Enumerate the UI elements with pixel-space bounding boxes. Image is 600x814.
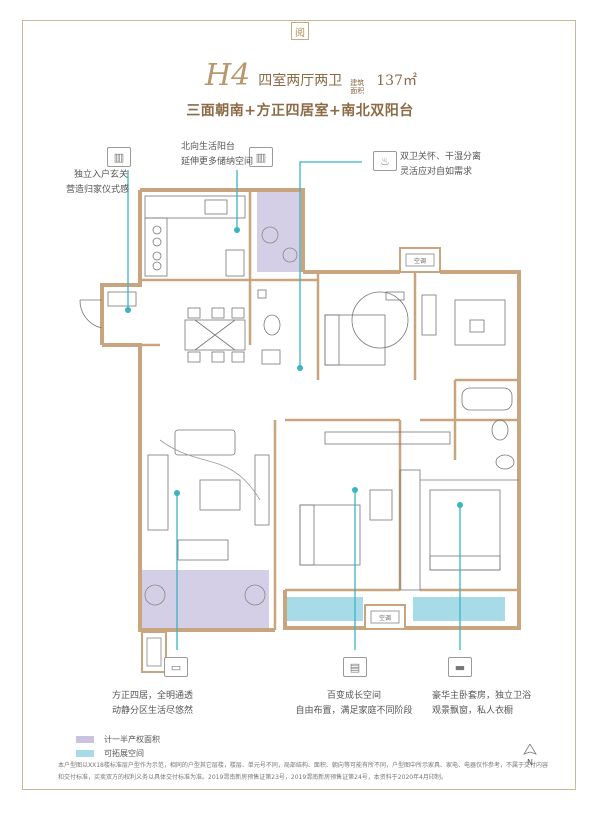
legend-item-half-area: 计一半产权面积 xyxy=(76,733,160,745)
unit-slogan: 三面朝南+方正四居室+南北双阳台 xyxy=(186,103,414,119)
study-furniture xyxy=(421,294,506,346)
kitchen-fixtures xyxy=(144,195,246,277)
living-balcony-half-area xyxy=(142,570,269,628)
entry-annotation: 独立入户玄关 营造归家仪式感 xyxy=(66,168,130,198)
legend-swatch-half-area xyxy=(76,735,94,743)
legend: 计一半产权面积 可拓展空间 xyxy=(76,733,160,761)
pointer-lines xyxy=(127,161,461,650)
brand-logo: 阅 xyxy=(291,22,309,40)
master-annotation: 豪华主卧套房，独立卫浴 观景飘窗，私人衣橱 xyxy=(432,689,531,719)
flex-room-pointer-dot xyxy=(352,487,358,493)
unit-layout: 四室两厅两卫 xyxy=(258,73,343,89)
bedroom-expand-zone xyxy=(285,597,363,621)
ac-bottom-label: 空调 xyxy=(379,614,391,622)
balcony-pointer-dot xyxy=(234,227,240,233)
outer-walls xyxy=(100,188,521,632)
south-bedroom-furniture xyxy=(299,489,393,566)
ac-top-label: 空调 xyxy=(414,257,426,265)
flex-room-line-2: 自由布置，满足家庭不同阶段 xyxy=(295,706,413,716)
legend-label-half-area: 计一半产权面积 xyxy=(104,734,160,744)
entry-fixtures xyxy=(79,291,137,329)
unit-area: 137㎡ xyxy=(376,73,417,89)
disclaimer-text: 本户型图以XX18楼标准层户型作为示范，相同的户型其它层楼，楼层、单元号不同，局… xyxy=(58,762,548,781)
corridor-cabinets xyxy=(324,431,451,591)
area-label: 建筑面积 xyxy=(350,79,365,95)
ac-unit-bottom: 空调 xyxy=(364,604,406,630)
ac-unit-left xyxy=(141,631,167,673)
page-frame xyxy=(22,20,576,790)
ac-unit-top: 空调 xyxy=(399,247,441,273)
door-icon: ▥ xyxy=(107,147,131,167)
north-balcony-line-2: 延伸更多储纳空间 xyxy=(181,157,254,167)
legend-item-expand: 可拓展空间 xyxy=(76,747,160,759)
master-line-2: 观景飘窗，私人衣橱 xyxy=(432,706,514,716)
entry-line-2: 营造归家仪式感 xyxy=(66,185,130,195)
desk-icon: ▤ xyxy=(343,657,367,677)
dual-bath-line-1: 双卫关怀、干湿分离 xyxy=(400,152,482,162)
living-annotation: 方正四居，全明通透 动静分区生活尽悠然 xyxy=(112,689,193,719)
bathtub-icon: ♨ xyxy=(373,151,397,171)
bed-icon: ▬ xyxy=(448,657,472,677)
north-bedroom-1-furniture xyxy=(324,291,409,366)
north-label: N xyxy=(527,758,533,767)
living-line-1: 方正四居，全明通透 xyxy=(112,691,194,701)
legend-label-expand: 可拓展空间 xyxy=(104,748,144,758)
entry-line-1: 独立入户玄关 xyxy=(73,170,128,180)
flex-room-annotation: 百变成长空间 自由布置，满足家庭不同阶段 xyxy=(290,689,418,719)
north-balcony-annotation: 北向生活阳台 延伸更多储纳空间 xyxy=(181,140,253,170)
balcony-plants xyxy=(144,226,298,606)
dual-bath-annotation: 双卫关怀、干湿分离 灵活应对自如需求 xyxy=(400,150,481,180)
north-balcony-half-area xyxy=(257,192,301,272)
flex-room-line-1: 百变成长空间 xyxy=(326,691,381,701)
north-balcony-line-1: 北向生活阳台 xyxy=(181,142,236,152)
master-bedroom-furniture xyxy=(420,479,519,571)
north-arrow-icon: N xyxy=(523,744,537,767)
living-furniture xyxy=(147,429,270,561)
master-expand-zone xyxy=(413,597,505,621)
dual-bath-line-2: 灵活应对自如需求 xyxy=(400,167,473,177)
dining-table xyxy=(184,307,246,363)
balcony-icon: ▥ xyxy=(249,147,273,167)
bath-1-fixtures xyxy=(257,289,281,365)
master-line-1: 豪华主卧套房，独立卫浴 xyxy=(432,691,532,701)
bath-pointer-dot xyxy=(297,365,303,371)
living-line-2: 动静分区生活尽悠然 xyxy=(112,706,194,716)
master-pointer-dot xyxy=(457,502,463,508)
bath-2-fixtures xyxy=(461,387,515,470)
unit-title: H4 四室两厅两卫 建筑面积 137㎡ xyxy=(205,58,417,95)
sofa-icon: ▭ xyxy=(164,657,188,677)
inner-walls xyxy=(140,190,519,630)
legend-swatch-expand xyxy=(76,749,94,757)
unit-code: H4 xyxy=(205,58,251,93)
living-pointer-dot xyxy=(174,490,180,496)
entry-pointer-dot xyxy=(125,307,131,313)
